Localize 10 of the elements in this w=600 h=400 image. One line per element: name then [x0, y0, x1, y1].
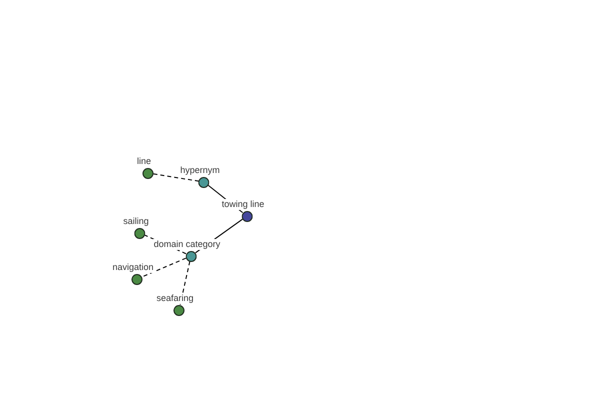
- node-label: hypernym: [179, 164, 221, 176]
- node-label: line: [136, 156, 152, 166]
- node-label: navigation: [111, 262, 155, 272]
- node-label: domain category: [152, 238, 222, 250]
- dashed-connector: [180, 260, 190, 306]
- dashed-connector: [152, 173, 200, 182]
- node-label: seafaring: [155, 292, 195, 304]
- node-label: towing line: [220, 198, 266, 210]
- dashed-connector: [142, 258, 186, 278]
- node-label: sailing: [122, 216, 150, 226]
